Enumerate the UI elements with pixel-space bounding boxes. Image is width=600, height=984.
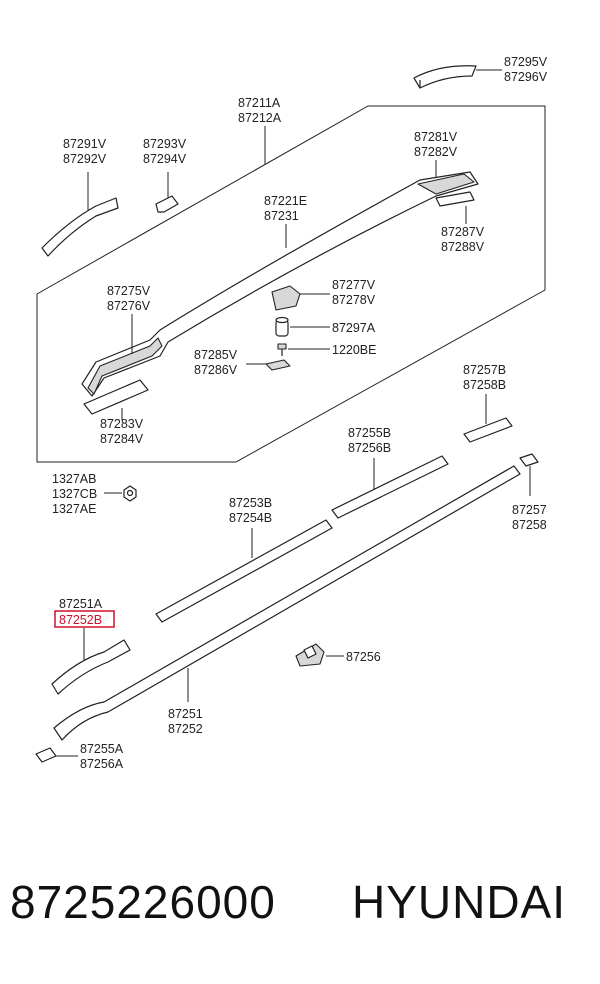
label-87257b: 87257B	[463, 363, 506, 377]
part-87221e-roof-rail	[81, 171, 479, 397]
footer: 8725226000 HYUNDAI	[0, 875, 600, 945]
part-87293v-clip	[155, 172, 179, 213]
label-87258: 87258	[512, 518, 547, 532]
label-87278v: 87278V	[332, 293, 376, 307]
part-87283v-pad	[83, 379, 149, 420]
label-87257: 87257	[512, 503, 547, 517]
label-87288v: 87288V	[441, 240, 485, 254]
label-87286v: 87286V	[194, 363, 238, 377]
label-87276v: 87276V	[107, 299, 151, 313]
part-87297a-bushing	[275, 316, 330, 337]
label-87292v: 87292V	[63, 152, 107, 166]
label-1220be: 1220BE	[332, 343, 376, 357]
label-87251a: 87251A	[59, 597, 103, 611]
label-87282v: 87282V	[414, 145, 458, 159]
highlight-87252b	[54, 610, 115, 628]
label-87254b: 87254B	[229, 511, 272, 525]
part-87257-end-clip	[519, 453, 539, 496]
label-87221e: 87221E	[264, 194, 307, 208]
label-87252b: 87252B	[59, 613, 102, 627]
part-87277v-bracket	[271, 285, 330, 311]
label-1327ae: 1327AE	[52, 502, 96, 516]
label-87287v: 87287V	[441, 225, 485, 239]
part-87251a-front-molding	[51, 628, 131, 695]
label-87295v: 87295V	[504, 55, 548, 69]
part-87255b-molding	[331, 455, 449, 519]
part-87291v-cover	[41, 172, 119, 257]
part-87257b-molding	[463, 394, 513, 443]
label-87275v: 87275V	[107, 284, 151, 298]
label-87212a: 87212A	[238, 111, 282, 125]
label-87256: 87256	[346, 650, 381, 664]
part-87255a-clip	[35, 747, 78, 763]
part-87285v-pad	[246, 359, 291, 371]
label-87285v: 87285V	[194, 348, 238, 362]
label-87291v: 87291V	[63, 137, 107, 151]
label-87231: 87231	[264, 209, 299, 223]
label-87251: 87251	[168, 707, 203, 721]
part-87251-side-molding	[53, 465, 521, 741]
label-87253b: 87253B	[229, 496, 272, 510]
label-1327cb: 1327CB	[52, 487, 97, 501]
part-87287v-pad	[435, 191, 475, 224]
label-87283v: 87283V	[100, 417, 144, 431]
part-87253b-molding	[155, 519, 333, 623]
part-87256-bracket	[295, 643, 344, 667]
part-87295v-cap	[413, 65, 502, 89]
brand-name: HYUNDAI	[352, 876, 567, 928]
label-87293v: 87293V	[143, 137, 187, 151]
label-87297a: 87297A	[332, 321, 376, 335]
label-1327ab: 1327AB	[52, 472, 96, 486]
label-87255a: 87255A	[80, 742, 124, 756]
part-1327ab-nut	[104, 485, 137, 502]
label-87258b: 87258B	[463, 378, 506, 392]
label-87277v: 87277V	[332, 278, 376, 292]
label-87281v: 87281V	[414, 130, 458, 144]
label-87256a: 87256A	[80, 757, 124, 771]
label-87255b: 87255B	[348, 426, 391, 440]
label-87296v: 87296V	[504, 70, 548, 84]
assembly-frame	[36, 105, 546, 463]
label-87252: 87252	[168, 722, 203, 736]
label-87294v: 87294V	[143, 152, 187, 166]
part-1220be-screw	[277, 343, 330, 356]
label-87256b: 87256B	[348, 441, 391, 455]
label-87211a: 87211A	[238, 96, 281, 110]
label-87284v: 87284V	[100, 432, 144, 446]
part-number: 8725226000	[10, 876, 276, 928]
